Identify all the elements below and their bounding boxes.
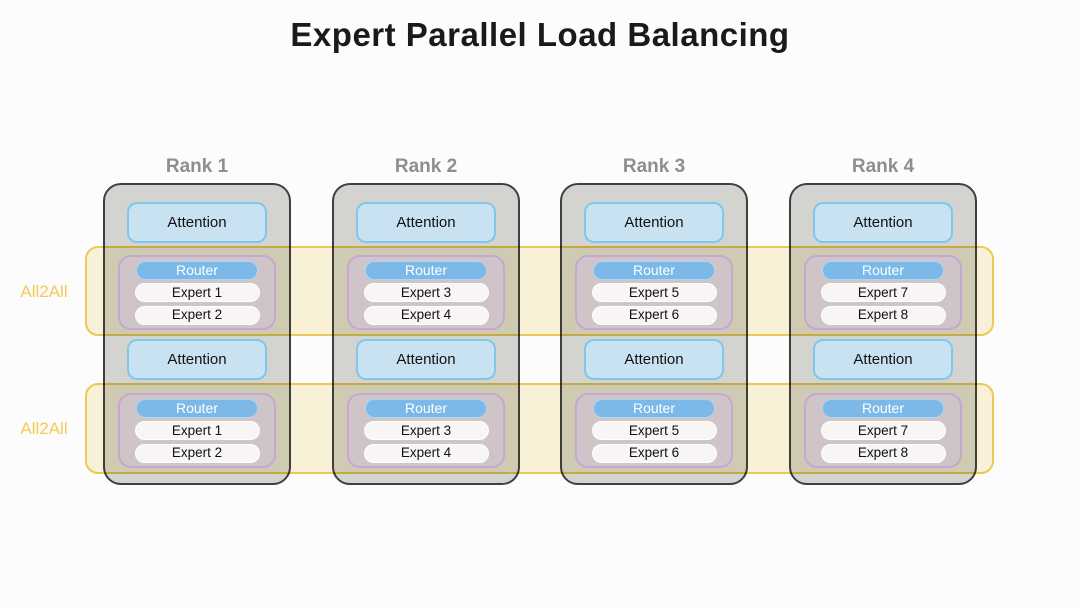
attention-block: Attention (127, 339, 267, 380)
expert-pill: Expert 1 (134, 283, 260, 302)
expert-pill: Expert 6 (591, 443, 717, 463)
attention-block: Attention (584, 339, 724, 380)
moe-block: Router Expert 1 Expert 2 (118, 255, 276, 330)
rank-2-label: Rank 2 (394, 156, 458, 177)
expert-pill: Expert 6 (591, 305, 717, 325)
moe-block: Router Expert 5 Expert 6 (575, 393, 733, 468)
rank-4-label: Rank 4 (851, 156, 915, 177)
router-pill: Router (822, 398, 944, 418)
router-pill: Router (593, 398, 715, 418)
router-pill: Router (365, 260, 487, 280)
moe-block: Router Expert 7 Expert 8 (804, 393, 962, 468)
attention-block: Attention (813, 339, 953, 380)
moe-block: Router Expert 7 Expert 8 (804, 255, 962, 330)
moe-block: Router Expert 5 Expert 6 (575, 255, 733, 330)
router-pill: Router (822, 260, 944, 280)
router-pill: Router (136, 260, 258, 280)
router-pill: Router (136, 398, 258, 418)
attention-block: Attention (356, 202, 496, 243)
attention-block: Attention (127, 202, 267, 243)
moe-block: Router Expert 1 Expert 2 (118, 393, 276, 468)
expert-pill: Expert 5 (591, 283, 717, 302)
attention-block: Attention (584, 202, 724, 243)
expert-pill: Expert 2 (134, 443, 260, 463)
expert-pill: Expert 4 (363, 305, 489, 325)
expert-pill: Expert 3 (363, 421, 489, 440)
moe-block: Router Expert 3 Expert 4 (347, 393, 505, 468)
all2all-label: All2All (20, 282, 68, 301)
rank-1-column: Attention Router Expert 1 Expert 2 Atten… (103, 183, 291, 485)
expert-pill: Expert 2 (134, 305, 260, 325)
page-title: Expert Parallel Load Balancing (290, 16, 790, 53)
all2all-label: All2All (20, 419, 68, 438)
attention-block: Attention (356, 339, 496, 380)
router-pill: Router (593, 260, 715, 280)
router-pill: Router (365, 398, 487, 418)
expert-pill: Expert 8 (820, 443, 946, 463)
expert-pill: Expert 8 (820, 305, 946, 325)
expert-pill: Expert 7 (820, 283, 946, 302)
expert-pill: Expert 3 (363, 283, 489, 302)
rank-1-label: Rank 1 (165, 156, 229, 177)
attention-block: Attention (813, 202, 953, 243)
expert-pill: Expert 5 (591, 421, 717, 440)
expert-pill: Expert 4 (363, 443, 489, 463)
expert-pill: Expert 7 (820, 421, 946, 440)
expert-pill: Expert 1 (134, 421, 260, 440)
moe-block: Router Expert 3 Expert 4 (347, 255, 505, 330)
rank-3-label: Rank 3 (622, 156, 686, 177)
